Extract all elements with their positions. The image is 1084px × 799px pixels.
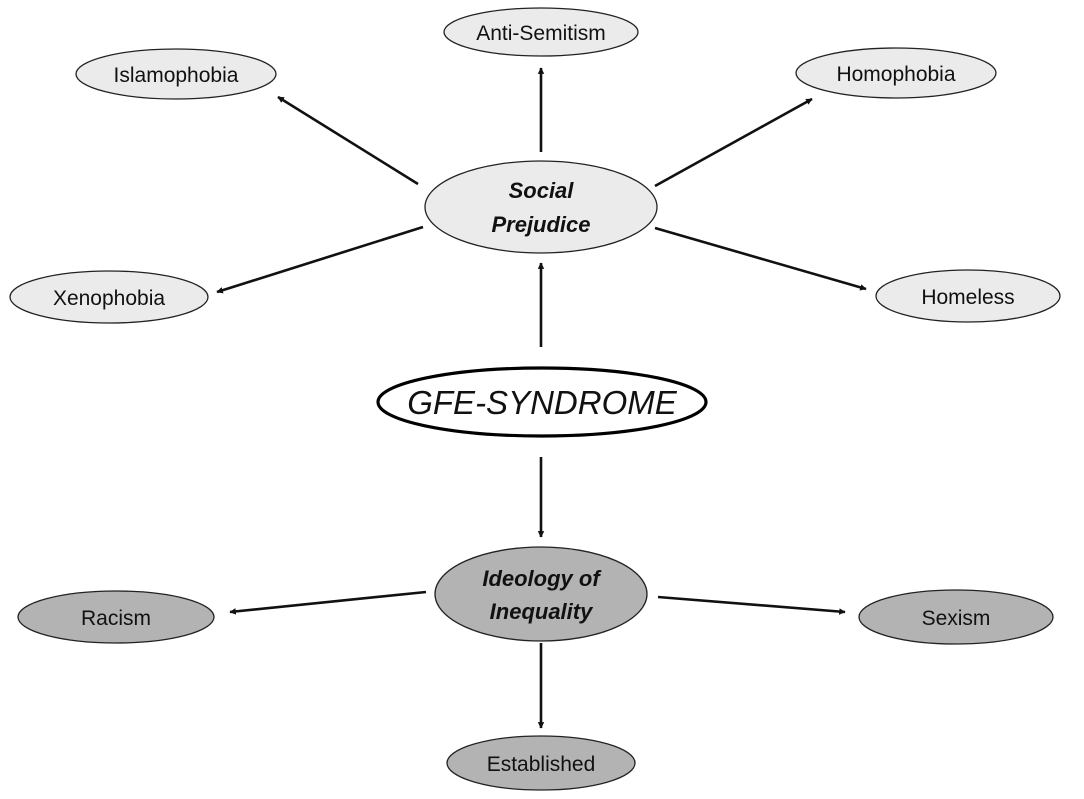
node-racism-label: Racism [81,607,151,630]
node-ideology-line1: Ideology of [482,566,602,591]
node-established: Established [446,735,636,791]
node-xenophobia-shape [9,270,209,324]
node-sexism-shape [858,589,1054,645]
edge-ideology-to-sexism [657,595,846,615]
node-sexism: Sexism [858,589,1054,645]
node-gfe-syndrome-shape [376,366,708,438]
edge-social-to-homophobia [654,97,813,188]
node-social-prejudice-line1: Social [509,178,575,203]
node-ideology-of-inequality: Ideology of Inequality [434,546,648,642]
node-homeless-label: Homeless [921,286,1014,309]
edge-ideology-to-racism [229,590,427,615]
node-gfe-syndrome: GFE-SYNDROME [376,366,708,438]
node-xenophobia-label: Xenophobia [53,287,165,310]
node-social-prejudice-line2: Prejudice [491,212,590,237]
node-islamophobia: Islamophobia [75,48,277,100]
node-social-prejudice-shape [424,160,658,254]
node-homophobia: Homophobia [795,47,997,99]
node-xenophobia: Xenophobia [9,270,209,324]
node-established-shape [446,735,636,791]
edge-social-to-xenophobia [216,225,424,294]
edges [216,67,867,729]
node-established-label: Established [487,753,596,776]
edge-social-to-homeless [654,226,867,291]
node-anti-semitism: Anti-Semitism [443,7,639,57]
node-social-prejudice: Social Prejudice [424,160,658,254]
node-islamophobia-shape [75,48,277,100]
node-anti-semitism-label: Anti-Semitism [476,22,606,45]
node-racism-shape [17,590,215,644]
edge-social-to-islamophobia [277,95,419,186]
node-homophobia-shape [795,47,997,99]
node-anti-semitism-shape [443,7,639,57]
node-homeless-shape [875,269,1061,323]
node-racism: Racism [17,590,215,644]
node-homophobia-label: Homophobia [836,63,955,86]
node-homeless: Homeless [875,269,1061,323]
node-islamophobia-label: Islamophobia [114,64,239,87]
node-ideology-of-inequality-shape [434,546,648,642]
node-sexism-label: Sexism [922,607,991,630]
node-gfe-syndrome-label: GFE-SYNDROME [407,384,678,421]
node-ideology-line2: Inequality [490,599,594,624]
